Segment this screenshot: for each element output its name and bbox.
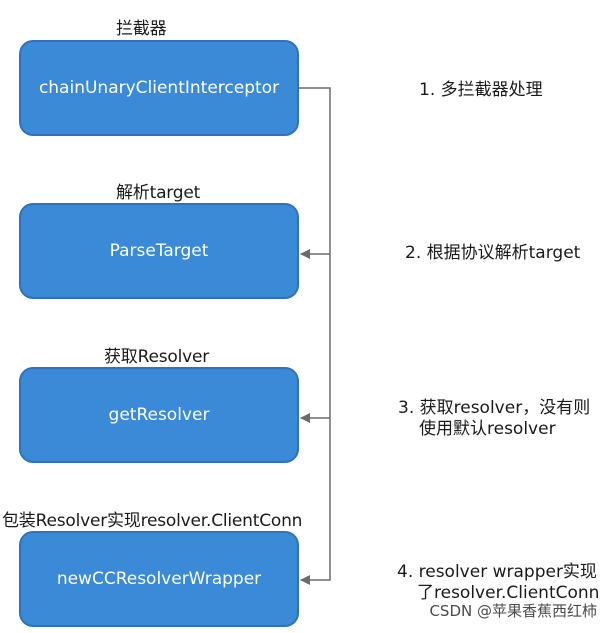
connector-trunk xyxy=(299,87,331,581)
step-4-note-line-2: 了resolver.ClientConn xyxy=(417,583,600,603)
step-3-note-line-1: 3. 获取resolver，没有则 xyxy=(398,398,591,418)
step-1-box-label: chainUnaryClientInterceptor xyxy=(38,78,280,98)
step-2-title: 解析target xyxy=(116,183,201,203)
step-3-box-label: getResolver xyxy=(108,405,210,425)
step-1-title: 拦截器 xyxy=(116,19,167,39)
watermark: CSDN @苹果香蕉西红柿 xyxy=(429,602,597,620)
step-1-note-line-1: 1. 多拦截器处理 xyxy=(419,80,543,100)
step-3-title: 获取Resolver xyxy=(104,347,209,367)
step-4-note-line-1: 4. resolver wrapper实现 xyxy=(397,562,597,582)
arrowhead-step-4 xyxy=(300,575,310,585)
arrowhead-step-2 xyxy=(300,249,310,259)
step-1-note: 1. 多拦截器处理 xyxy=(419,80,543,101)
step-3-box: getResolver xyxy=(19,367,299,463)
step-4-box: newCCResolverWrapper xyxy=(19,531,299,627)
step-2-box: ParseTarget xyxy=(19,203,299,299)
step-4-title: 包装Resolver实现resolver.ClientConn xyxy=(2,511,303,531)
step-4-note: 4. resolver wrapper实现 了resolver.ClientCo… xyxy=(397,562,599,604)
step-3-note: 3. 获取resolver，没有则 使用默认resolver xyxy=(398,398,590,440)
step-3-note-line-2: 使用默认resolver xyxy=(419,419,556,439)
step-1-box: chainUnaryClientInterceptor xyxy=(19,40,299,136)
step-4-box-label: newCCResolverWrapper xyxy=(56,569,262,589)
arrowhead-step-3 xyxy=(300,413,310,423)
step-2-box-label: ParseTarget xyxy=(109,241,209,261)
step-2-note: 2. 根据协议解析target xyxy=(405,243,580,264)
step-2-note-line-1: 2. 根据协议解析target xyxy=(405,243,581,263)
